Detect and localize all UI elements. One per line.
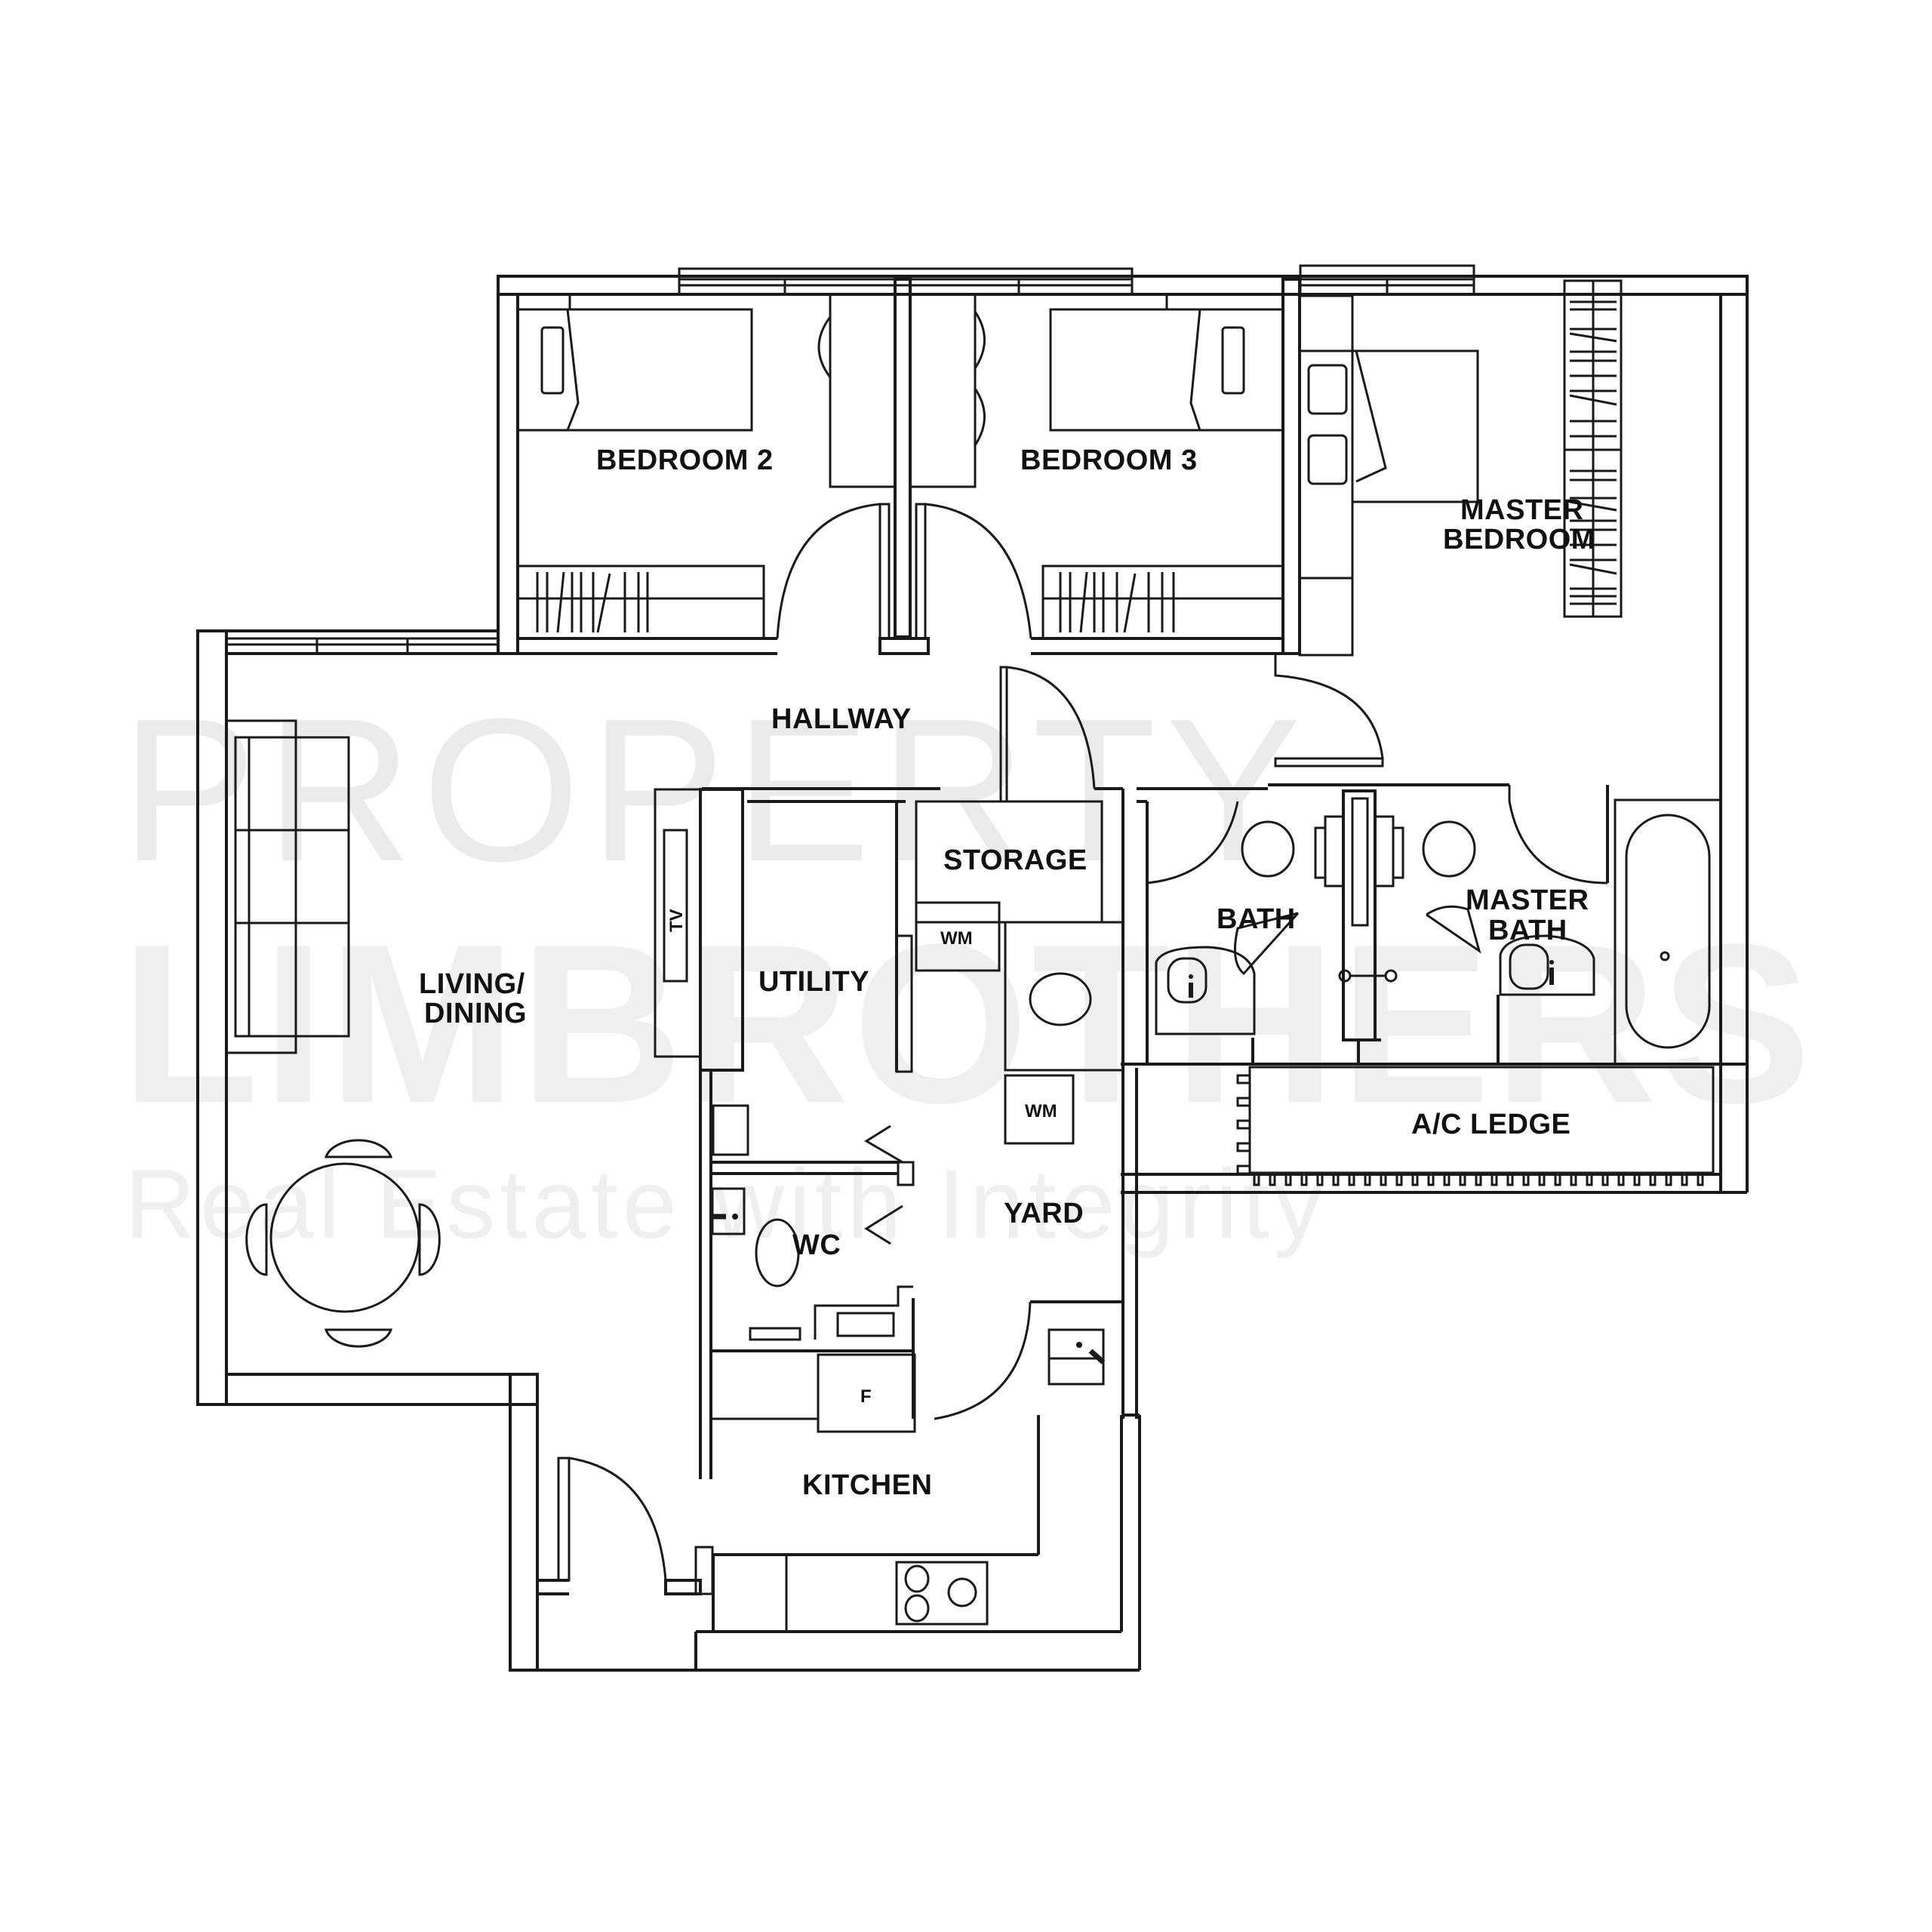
room-label-ac-ledge: A/C LEDGE	[1411, 1109, 1571, 1140]
room-label-hallway: HALLWAY	[771, 703, 912, 735]
tv-icon	[663, 829, 688, 983]
washing-machine-label-1: WM	[940, 928, 973, 949]
watermark-line2: LIMBROTHERS	[121, 897, 1814, 1150]
room-label-master-bath-line2: BATH	[1488, 915, 1567, 946]
kitchen: F	[537, 1298, 1040, 1632]
wardrobe-icon	[1041, 565, 1284, 640]
room-label-living-line2: DINING	[424, 998, 527, 1029]
bedroom-doors	[776, 503, 1032, 640]
yard: WM	[864, 801, 1138, 1420]
room-label-bedroom2: BEDROOM 2	[596, 445, 774, 476]
watermark: PROPERTY LIMBROTHERS Real Estate with In…	[121, 677, 1814, 1259]
room-label-master-bath-line1: MASTER	[1466, 884, 1589, 916]
room-label-bath: BATH	[1217, 903, 1296, 935]
basin-icon	[1499, 934, 1595, 996]
room-label-utility: UTILITY	[758, 966, 869, 998]
tv-label: TV	[666, 909, 687, 932]
room-label-master-bedroom-line2: BEDROOM	[1443, 524, 1595, 555]
bed-icon	[1351, 349, 1479, 503]
bed-icon	[516, 308, 753, 432]
room-label-storage: STORAGE	[943, 844, 1088, 876]
ac-ledge	[1236, 1066, 1715, 1186]
wc	[711, 1104, 913, 1341]
fridge-label: F	[860, 1386, 872, 1407]
washing-machine-icon	[1004, 1074, 1075, 1145]
washing-machine-icon	[915, 901, 1001, 972]
living-furniture: TV	[225, 719, 702, 1348]
toilet-icon	[755, 1218, 800, 1287]
master-bedroom-furniture	[1274, 279, 1623, 768]
room-label-kitchen: KITCHEN	[802, 1469, 932, 1501]
stove-icon	[895, 1561, 989, 1626]
room-label-living-line1: LIVING/	[419, 968, 525, 1000]
room-label-bedroom3: BEDROOM 3	[1020, 445, 1198, 476]
room-label-wc: WC	[792, 1229, 841, 1261]
room-label-master-bedroom-line1: MASTER	[1460, 494, 1583, 526]
baths	[1121, 783, 1747, 1066]
basin-icon	[712, 1104, 749, 1156]
utility: WM	[699, 788, 1001, 1479]
windows	[226, 264, 1475, 654]
washing-machine-label-2: WM	[1025, 1101, 1057, 1121]
sofa-icon	[225, 719, 297, 1054]
basin-icon	[1155, 946, 1256, 1035]
bedroom2-furniture	[516, 294, 765, 640]
wardrobe-icon	[516, 565, 765, 640]
watermark-tagline: Real Estate with Integrity	[125, 1149, 1327, 1259]
bedroom3-furniture	[1041, 294, 1284, 640]
bathtub-icon	[1625, 814, 1711, 1049]
bed-icon	[1049, 308, 1284, 432]
room-label-yard: YARD	[1004, 1198, 1084, 1229]
